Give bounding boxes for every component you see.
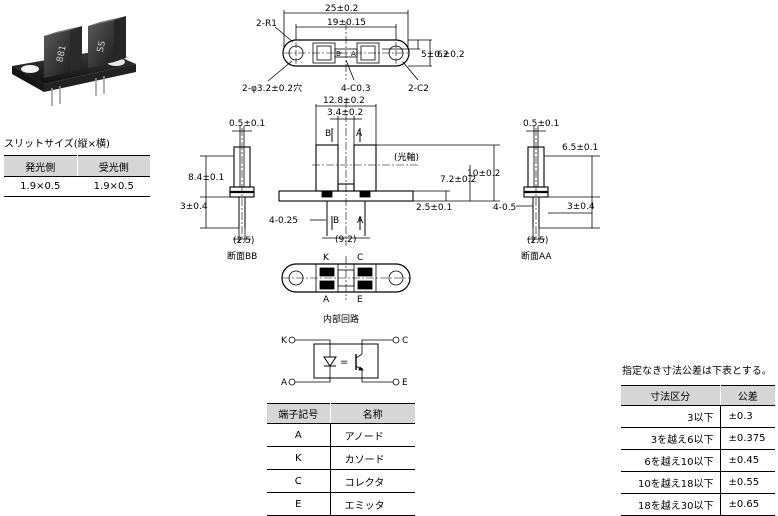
bottom-e-label: E — [357, 295, 363, 305]
photo-marking-2: SS — [96, 40, 108, 54]
terminal-name: コレクタ — [330, 469, 415, 493]
tolerance-value: ±0.45 — [720, 449, 775, 472]
front-a-top-label: A — [356, 129, 363, 139]
aa-height-label: 6.5±0.1 — [562, 143, 598, 153]
optical-axis-label: (光軸) — [394, 151, 419, 163]
circuit-c-label: C — [402, 336, 408, 346]
circuit-coupling-label: = — [340, 357, 348, 368]
circuit-e-label: E — [402, 378, 408, 388]
sensor-photo-graphic: 881 SS — [12, 16, 136, 106]
tolerance-range: 6を越え10以下 — [621, 449, 721, 472]
table-row: 3以下 ±0.3 — [621, 405, 775, 428]
aa-slit-label: 0.5±0.1 — [523, 119, 559, 129]
table-row: 10を越え18以下 ±0.55 — [621, 471, 775, 494]
tolerance-value: ±0.65 — [720, 493, 775, 516]
dim-19-label: 19±0.15 — [327, 18, 366, 28]
terminal-symbol: K — [267, 446, 331, 470]
tolerance-range: 3以下 — [621, 405, 721, 428]
pins-025-label: 4-0.25 — [269, 216, 298, 226]
dim-128-label: 12.8±0.2 — [323, 96, 365, 106]
bb-height-label: 8.4±0.1 — [188, 173, 224, 183]
tolerance-value: ±0.3 — [720, 405, 775, 428]
terminal-symbol: C — [267, 469, 331, 493]
tolerance-header-range: 寸法区分 — [621, 385, 721, 406]
terminal-symbol: E — [267, 492, 331, 516]
slit-size-title: スリットサイズ(縦×横) — [4, 139, 110, 150]
slit-header-receiver: 受光側 — [77, 155, 150, 177]
table-row: K カソード — [267, 446, 415, 470]
top-a-label: A — [351, 50, 356, 58]
circuit-k-label: K — [281, 336, 288, 346]
front-b-top-label: B — [325, 129, 331, 139]
terminal-name: エミッタ — [330, 492, 415, 516]
hole-label: 2-φ3.2±0.2穴 — [242, 82, 302, 94]
table-row: C コレクタ — [267, 469, 415, 493]
section-aa-view — [516, 126, 600, 242]
front-a-bottom-label: A — [357, 216, 364, 226]
terminal-table: 端子記号 名称 A アノード K カソード C コレクタ E エミッタ — [267, 403, 415, 516]
table-row: A アノード — [267, 423, 415, 447]
bottom-c-label: C — [357, 253, 363, 263]
dim-72-label: 7.2±0.2 — [440, 175, 476, 185]
pitch-92-label: (9.2) — [335, 235, 356, 245]
terminal-name: アノード — [330, 423, 415, 447]
terminal-name: カソード — [330, 446, 415, 470]
product-photo: 881 SS — [8, 6, 140, 118]
c03-label: 4-C0.3 — [341, 84, 371, 94]
tolerance-header-value: 公差 — [720, 385, 775, 406]
section-bb-view — [200, 126, 255, 242]
bb-lead-label: 3±0.4 — [180, 202, 208, 212]
tolerance-value: ±0.375 — [720, 427, 775, 450]
tolerance-range: 18を越え30以下 — [621, 493, 721, 516]
slit-header-emitter: 発光側 — [4, 155, 78, 177]
top-view — [267, 10, 432, 82]
circuit-title: 内部回路 — [323, 313, 359, 325]
dim-10-label: 10±0.2 — [467, 169, 500, 179]
slit-value-receiver: 1.9×0.5 — [77, 176, 150, 197]
bb-slit-label: 0.5±0.1 — [229, 119, 265, 129]
tolerance-value: ±0.55 — [720, 471, 775, 494]
top-b-label: B — [336, 50, 341, 58]
circuit-a-label: A — [281, 378, 288, 388]
terminal-header-name: 名称 — [330, 403, 415, 424]
dim-25-label: 25±0.2 — [325, 4, 358, 14]
slit-size-table: 発光側 受光側 1.9×0.5 1.9×0.5 — [4, 155, 150, 197]
dim-6-label: 6±0.2 — [437, 50, 465, 60]
front-b-bottom-label: B — [333, 216, 339, 226]
internal-circuit — [288, 336, 400, 386]
drawing-labels: 25±0.2 19±0.15 2-R1 2-φ3.2±0.2穴 4-C0.3 2… — [180, 4, 598, 388]
r1-label: 2-R1 — [256, 19, 277, 29]
section-bb-caption: 断面BB — [227, 250, 257, 262]
table-row: E エミッタ — [267, 492, 415, 516]
section-aa-caption: 断面AA — [521, 250, 552, 262]
c2-label: 2-C2 — [408, 84, 429, 94]
aa-pins-label: 4-0.5 — [493, 203, 516, 213]
terminal-symbol: A — [267, 423, 331, 447]
table-row: 3を越え6以下 ±0.375 — [621, 427, 775, 450]
tolerance-range: 3を越え6以下 — [621, 427, 721, 450]
tolerance-range: 10を越え18以下 — [621, 471, 721, 494]
table-row: 6を越え10以下 ±0.45 — [621, 449, 775, 472]
terminal-header-symbol: 端子記号 — [267, 403, 331, 424]
bottom-a-label: A — [323, 295, 330, 305]
slit-value-emitter: 1.9×0.5 — [4, 176, 78, 197]
bottom-k-label: K — [323, 253, 330, 263]
bb-pitch-label: (2.5) — [233, 236, 254, 246]
tolerance-note: 指定なき寸法公差は下表とする。 — [622, 366, 772, 377]
dim-34-label: 3.4±0.2 — [327, 108, 363, 118]
front-view — [278, 100, 500, 246]
dim-25-front-label: 2.5±0.1 — [416, 203, 452, 213]
bottom-view — [281, 256, 411, 300]
table-row: 18を越え30以下 ±0.65 — [621, 493, 775, 516]
aa-lead-label: 3±0.4 — [567, 202, 595, 212]
photo-marking-1: 881 — [55, 44, 68, 63]
tolerance-table: 寸法区分 公差 3以下 ±0.3 3を越え6以下 ±0.375 6を越え10以下… — [621, 385, 775, 516]
aa-pitch-label: (2.5) — [527, 236, 548, 246]
dim-5-label: 5±0.2 — [421, 50, 449, 60]
